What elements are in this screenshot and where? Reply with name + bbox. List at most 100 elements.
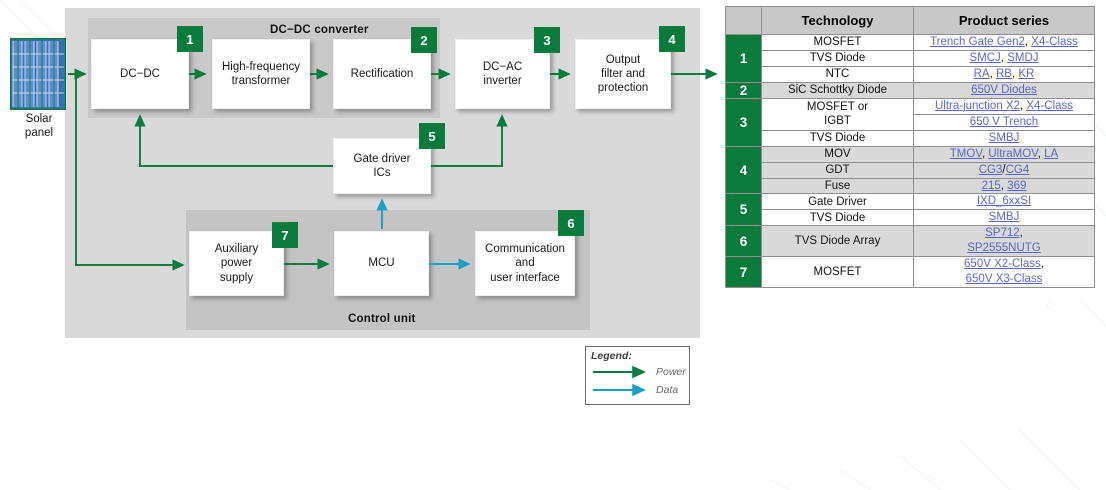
product-link[interactable]: 650V X2-Class xyxy=(964,258,1041,271)
header-technology: Technology xyxy=(761,6,914,35)
product-link[interactable]: UltraMOV xyxy=(988,147,1038,160)
product-series-cell: CG3/CG4 xyxy=(913,161,1095,179)
product-link[interactable]: LA xyxy=(1044,147,1059,160)
product-link[interactable]: 215 xyxy=(981,179,1001,192)
product-separator: , xyxy=(989,67,996,80)
table-header-row: Technology Product series xyxy=(725,6,1095,35)
block-mcu[interactable]: MCU xyxy=(334,231,429,296)
product-separator: , xyxy=(1040,258,1044,271)
control-unit-group-title: Control unit xyxy=(348,313,416,325)
product-series-cell: 650V X2-Class, 650V X3-Class xyxy=(913,256,1095,289)
product-series-cell: IXD_6xxSI xyxy=(913,193,1095,211)
product-link[interactable]: X4-Class xyxy=(1026,99,1074,112)
product-link[interactable]: 369 xyxy=(1007,179,1027,192)
block-rectification-label: Rectification xyxy=(350,67,414,80)
header-index xyxy=(725,6,762,35)
product-link[interactable]: SMDJ xyxy=(1007,51,1039,64)
badge-2[interactable]: 2 xyxy=(411,27,437,53)
technology-cell: MOV xyxy=(761,145,914,163)
product-link[interactable]: 650V X3-Class xyxy=(965,273,1043,286)
product-separator: , xyxy=(1037,147,1045,160)
block-mcu-label: MCU xyxy=(368,257,395,270)
product-separator: , xyxy=(1000,51,1008,64)
solar-panel-label-line2: panel xyxy=(24,126,54,139)
product-link[interactable]: SMBJ xyxy=(988,131,1020,144)
technology-cell: SiC Schottky Diode xyxy=(761,81,914,99)
product-separator: / xyxy=(1002,163,1006,176)
product-series-cell: SMCJ, SMDJ xyxy=(913,49,1095,67)
product-link[interactable]: Trench Gate Gen2 xyxy=(930,36,1025,48)
badge-6[interactable]: 6 xyxy=(558,210,584,236)
block-dc-dc[interactable]: DC−DC xyxy=(91,39,189,109)
product-link[interactable]: KR xyxy=(1018,67,1035,80)
technology-cell: Gate Driver xyxy=(761,193,914,211)
solar-panel-source: Solar panel xyxy=(10,38,68,139)
technology-cell: MOSFET xyxy=(761,256,914,289)
product-link[interactable]: CG3 xyxy=(978,163,1003,176)
badge-1[interactable]: 1 xyxy=(177,26,203,52)
header-product-series: Product series xyxy=(913,6,1095,35)
row-index-cell-2: 2 xyxy=(725,81,762,99)
product-series-cell: 650 V Trench xyxy=(913,113,1095,131)
product-separator: , xyxy=(981,147,989,160)
product-link[interactable]: SP2555NUTG xyxy=(967,242,1041,255)
product-link[interactable]: RA xyxy=(973,67,990,80)
product-separator: , xyxy=(1024,36,1032,48)
product-series-cell: 650V Diodes xyxy=(913,81,1095,99)
block-dc-dc-label: DC−DC xyxy=(120,67,160,80)
product-link[interactable]: 650 V Trench xyxy=(969,115,1039,128)
solar-panel-icon xyxy=(10,38,66,110)
product-separator: , xyxy=(1019,227,1023,240)
technology-cell: TVS Diode xyxy=(761,49,914,67)
product-link[interactable]: SMBJ xyxy=(988,211,1020,224)
product-link[interactable]: X4-Class xyxy=(1031,36,1078,48)
technology-cell: NTC xyxy=(761,65,914,83)
product-separator: , xyxy=(1000,179,1008,192)
product-link[interactable]: Ultra-junction X2 xyxy=(934,99,1020,112)
row-index-cell-1: 1 xyxy=(725,34,762,83)
product-link[interactable]: RB xyxy=(996,67,1012,80)
legend-label-data: Data xyxy=(656,384,679,396)
technology-cell: TVS Diode xyxy=(761,129,914,147)
badge-7[interactable]: 7 xyxy=(272,222,298,248)
product-series-cell: RA, RB, KR xyxy=(913,65,1095,83)
legend-arrows xyxy=(593,365,646,397)
product-link[interactable]: SMCJ xyxy=(969,51,1001,64)
badge-4[interactable]: 4 xyxy=(659,26,685,52)
product-link[interactable]: IXD_6xxSI xyxy=(976,195,1032,208)
product-link[interactable]: CG4 xyxy=(1005,163,1030,176)
badge-3[interactable]: 3 xyxy=(534,27,560,53)
product-series-cell: SMBJ xyxy=(913,129,1095,147)
product-series-cell: SMBJ xyxy=(913,209,1095,227)
technology-cell: TVS Diode Array xyxy=(761,225,914,258)
product-link[interactable]: 650V Diodes xyxy=(971,83,1037,96)
technology-cell: MOSFET xyxy=(761,34,914,51)
product-link[interactable]: TMOV xyxy=(949,147,982,160)
product-link[interactable]: SP712 xyxy=(985,227,1020,240)
product-separator: , xyxy=(1019,99,1027,112)
solar-panel-label-line1: Solar xyxy=(25,113,53,125)
badge-5[interactable]: 5 xyxy=(419,123,445,149)
table-row: TVS Diode SMBJ xyxy=(726,129,1095,147)
